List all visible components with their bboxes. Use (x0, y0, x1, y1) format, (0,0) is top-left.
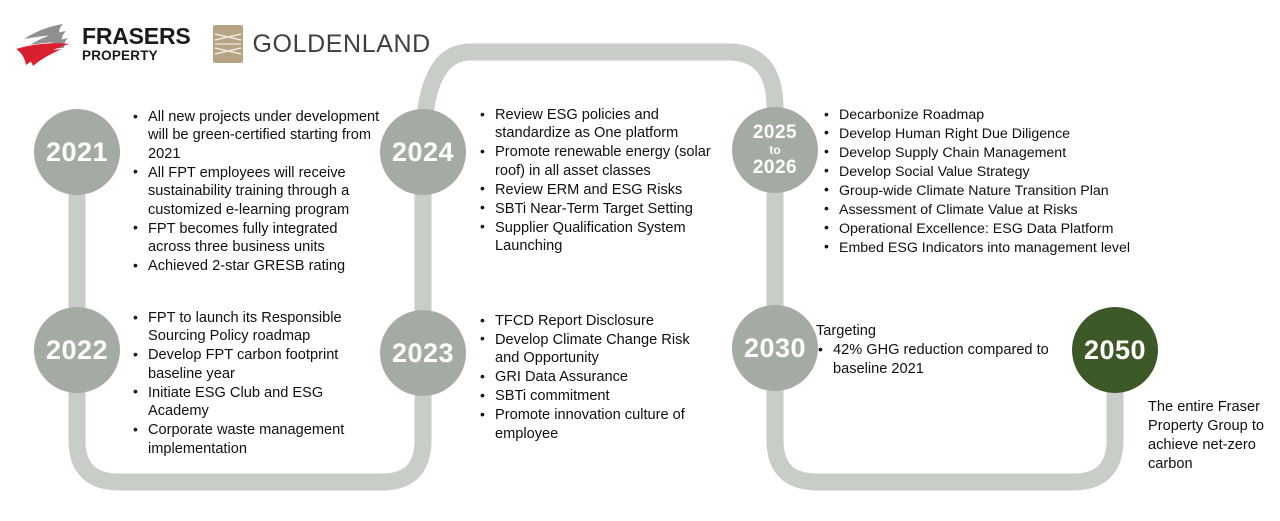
milestone-year-2022: 2022 (45, 334, 109, 365)
list-item: All FPT employees will receive sustainab… (131, 163, 381, 219)
milestone-content-2030: Targeting 42% GHG reduction compared to … (816, 322, 1061, 379)
list-item: TFCD Report Disclosure (478, 311, 713, 330)
milestone-content-2025-2026: Decarbonize Roadmap Develop Human Right … (822, 105, 1172, 258)
milestone-list-2025-2026: Decarbonize Roadmap Develop Human Right … (822, 105, 1172, 257)
milestone-list-2022: FPT to launch its Responsible Sourcing P… (131, 309, 376, 458)
list-item: Assessment of Climate Value at Risks (822, 200, 1172, 219)
milestone-list-2023: TFCD Report Disclosure Develop Climate C… (478, 311, 713, 443)
list-item: All new projects under development will … (131, 107, 381, 163)
list-item: Embed ESG Indicators into management lev… (822, 238, 1172, 257)
logo-bar: FRASERS PROPERTY GOLDENLAND (14, 22, 431, 66)
goldenland-wordmark: GOLDENLAND (252, 29, 431, 58)
list-item: Promote innovation culture of employee (478, 406, 713, 443)
frasers-wordmark: FRASERS PROPERTY (82, 25, 191, 63)
milestone-year-2021: 2021 (45, 136, 109, 167)
list-item: SBTi Near-Term Target Setting (478, 199, 718, 218)
frasers-swoosh-icon (16, 24, 69, 66)
list-item: Review ESG policies and standardize as O… (478, 106, 718, 143)
milestone-content-2050: The entire Fraser Property Group to achi… (1148, 398, 1273, 474)
list-item: Develop Human Right Due Diligence (822, 124, 1172, 143)
milestone-node-2022[interactable]: 2022 (34, 307, 120, 393)
list-item: Promote renewable energy (solar roof) in… (478, 143, 718, 180)
list-item: Operational Excellence: ESG Data Platfor… (822, 219, 1172, 238)
milestone-year-2050: 2050 (1083, 334, 1147, 365)
milestone-year-2023: 2023 (391, 337, 455, 368)
list-item: GRI Data Assurance (478, 368, 713, 386)
goldenland-mark-icon (212, 25, 243, 63)
list-item: Develop Social Value Strategy (822, 162, 1172, 181)
milestone-content-2021: All new projects under development will … (131, 107, 381, 276)
list-item: Develop Supply Chain Management (822, 143, 1172, 162)
milestone-year-separator: to (769, 142, 781, 157)
milestone-list-2024: Review ESG policies and standardize as O… (478, 106, 718, 256)
list-item: Review ERM and ESG Risks (478, 180, 718, 199)
list-item: Supplier Qualification System Launching (478, 218, 718, 256)
list-item: FPT becomes fully integrated across thre… (131, 219, 381, 257)
milestone-year-2030: 2030 (743, 332, 807, 363)
milestone-lead-2030: Targeting (816, 323, 877, 339)
goldenland-logo: GOLDENLAND (212, 25, 431, 63)
milestone-node-2023[interactable]: 2023 (380, 310, 466, 396)
milestone-node-2030[interactable]: 2030 (732, 305, 818, 391)
list-item: Corporate waste management implementatio… (131, 421, 376, 458)
list-item: 42% GHG reduction compared to baseline 2… (816, 341, 1061, 378)
milestone-list-2030: 42% GHG reduction compared to baseline 2… (816, 341, 1061, 378)
list-item: Group-wide Climate Nature Transition Pla… (822, 181, 1172, 200)
milestone-year-2024: 2024 (391, 136, 455, 167)
milestone-content-2022: FPT to launch its Responsible Sourcing P… (131, 309, 376, 459)
list-item: Initiate ESG Club and ESG Academy (131, 383, 376, 421)
milestone-year-2026: 2026 (752, 157, 798, 179)
milestone-year-2025: 2025 (752, 121, 798, 143)
frasers-logo-line2: PROPERTY (82, 48, 158, 64)
list-item: SBTi commitment (478, 387, 713, 405)
list-item: Achieved 2-star GRESB rating (131, 257, 381, 275)
milestone-node-2024[interactable]: 2024 (380, 109, 466, 195)
list-item: FPT to launch its Responsible Sourcing P… (131, 309, 376, 346)
frasers-property-logo: FRASERS PROPERTY (14, 22, 191, 66)
list-item: Develop FPT carbon footprint baseline ye… (131, 346, 376, 383)
milestone-content-2023: TFCD Report Disclosure Develop Climate C… (478, 311, 713, 444)
milestone-node-2025-2026[interactable]: 2025 to 2026 (732, 107, 818, 193)
milestone-list-2021: All new projects under development will … (131, 107, 381, 276)
milestone-node-2021[interactable]: 2021 (34, 109, 120, 195)
milestone-node-2050[interactable]: 2050 (1072, 307, 1158, 393)
list-item: Decarbonize Roadmap (822, 105, 1172, 124)
list-item: Develop Climate Change Risk and Opportun… (478, 330, 713, 368)
frasers-logo-line1: FRASERS (82, 23, 191, 50)
milestone-note-2050: The entire Fraser Property Group to achi… (1148, 399, 1264, 472)
milestone-content-2024: Review ESG policies and standardize as O… (478, 106, 718, 256)
